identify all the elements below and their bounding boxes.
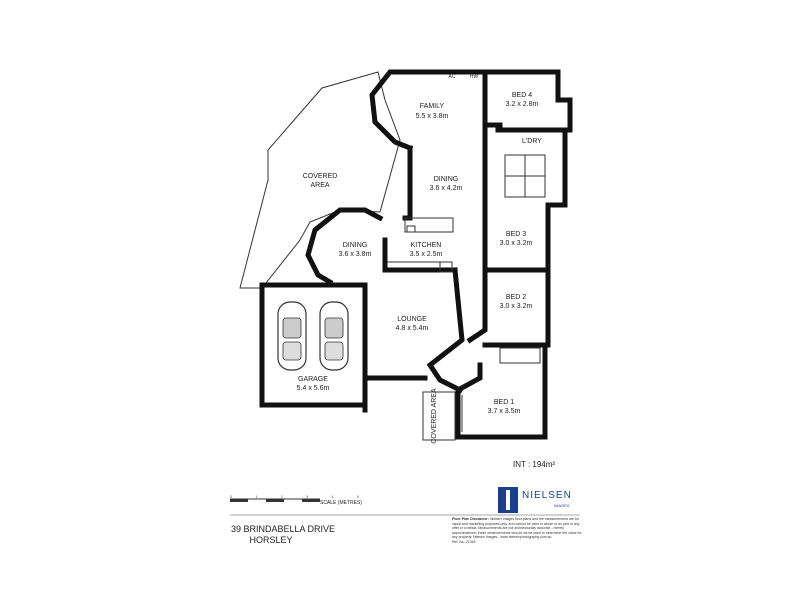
bed1-size: 3.7 x 3.5m bbox=[488, 408, 521, 415]
dining-west-label: DINING bbox=[343, 242, 368, 249]
ac-label: AC bbox=[449, 74, 456, 80]
ensuite-fixture bbox=[499, 347, 541, 364]
brand-name: NIELSEN bbox=[522, 490, 572, 501]
kitchen-label: KITCHEN bbox=[411, 242, 442, 249]
bed4-wall bbox=[482, 69, 503, 128]
logo-mark bbox=[498, 487, 518, 513]
car-left bbox=[277, 301, 307, 371]
brand-sub: IMAGES bbox=[554, 503, 570, 508]
disclaimer-title: Floor Plan Disclaimer: bbox=[452, 517, 489, 521]
hw-label: HW bbox=[470, 74, 479, 80]
bed1-label: BED 1 bbox=[494, 399, 514, 406]
garage-outline bbox=[259, 282, 368, 408]
address-line2: HORSLEY bbox=[249, 535, 293, 545]
bed2-size: 3.0 x 3.2m bbox=[500, 303, 533, 310]
dining-west-size: 3.6 x 3.8m bbox=[339, 251, 372, 258]
covered-area-bottom bbox=[422, 391, 456, 441]
brand-logo: NIELSEN IMAGES bbox=[498, 487, 588, 515]
lounge-east-wall bbox=[426, 267, 465, 394]
disclaimer-ref: Ref. No: 21340 bbox=[452, 539, 476, 544]
lounge-label: LOUNGE bbox=[397, 316, 427, 323]
family-size: 5.5 x 3.8m bbox=[416, 113, 449, 120]
covered-area-outline bbox=[239, 71, 401, 289]
garage-size: 5.4 x 5.6m bbox=[297, 385, 330, 392]
garage-label: GARAGE bbox=[298, 376, 328, 383]
bed2-label: BED 2 bbox=[506, 294, 526, 301]
covered-area-bottom-label: COVERED AREA bbox=[431, 388, 438, 444]
dining-main-size: 3.6 x 4.2m bbox=[430, 185, 463, 192]
sink bbox=[406, 225, 416, 233]
bed1-wall bbox=[455, 362, 548, 440]
scale-ticks: 0 1 2 3 4 5 bbox=[230, 494, 370, 499]
laundry-wall bbox=[495, 127, 568, 208]
family-bay-wall bbox=[369, 69, 483, 152]
laundry-label: L'DRY bbox=[522, 138, 542, 145]
dining-bay-wall bbox=[305, 207, 384, 286]
lounge-size: 4.8 x 5.4m bbox=[396, 325, 429, 332]
disclaimer-body: Nielsen Images floor plans and the measu… bbox=[452, 517, 582, 540]
kitchen-wall bbox=[382, 237, 458, 273]
bed3-size: 3.0 x 3.2m bbox=[500, 240, 533, 247]
covered-area-top-line1: COVERED bbox=[303, 173, 338, 180]
property-address: 39 BRINDABELLA DRIVE HORSLEY bbox=[231, 524, 336, 546]
kitchen-bench bbox=[404, 217, 454, 233]
scale-bar-block bbox=[266, 499, 284, 502]
kitchen-size: 3.5 x 2.5m bbox=[410, 251, 443, 258]
family-label: FAMILY bbox=[420, 103, 445, 110]
car-right bbox=[319, 301, 349, 371]
scale-bar-block bbox=[230, 499, 248, 502]
dining-main-label: DINING bbox=[434, 176, 459, 183]
bed2-wall bbox=[466, 267, 488, 344]
cooktop bbox=[439, 261, 453, 273]
bed4-label: BED 4 bbox=[512, 92, 532, 99]
disclaimer: Floor Plan Disclaimer: Nielsen Images fl… bbox=[452, 517, 582, 545]
dining-west-wall bbox=[402, 145, 413, 221]
address-line1: 39 BRINDABELLA DRIVE bbox=[231, 524, 336, 534]
bed4-size: 3.2 x 2.8m bbox=[506, 101, 539, 108]
covered-area-top-line2: AREA bbox=[310, 182, 329, 189]
ensuite-wall bbox=[482, 342, 548, 368]
bed3-label: BED 3 bbox=[506, 231, 526, 238]
scale-bar-block bbox=[302, 499, 320, 502]
internal-area: INT : 194m² bbox=[513, 460, 556, 469]
north-wall bbox=[477, 69, 573, 133]
scale-label: SCALE (METRES) bbox=[320, 500, 362, 506]
